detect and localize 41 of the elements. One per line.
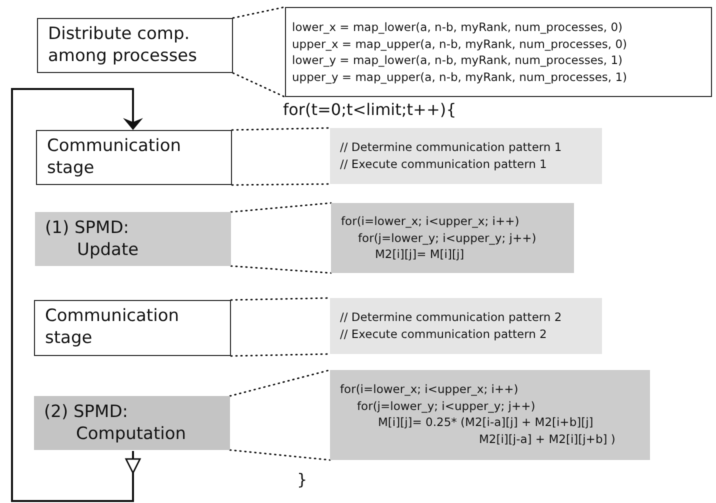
code-line: for(i=lower_x; i<upper_x; i++) bbox=[340, 381, 518, 398]
process-box bbox=[34, 396, 230, 450]
code-line: upper_x = map_upper(a, n-b, myRank, num_processes, 0) bbox=[292, 36, 628, 52]
process-box bbox=[36, 130, 232, 185]
process-box bbox=[37, 18, 233, 73]
dotted-connector bbox=[229, 449, 331, 461]
code-line: // Execute communication pattern 2 bbox=[340, 326, 547, 342]
dotted-connector bbox=[232, 72, 286, 98]
dotted-connector bbox=[232, 6, 286, 19]
code-line: lower_y = map_lower(a, n-b, myRank, num_processes, 1) bbox=[292, 52, 623, 68]
code-line: // Determine communication pattern 1 bbox=[340, 139, 562, 156]
loop-header: for(t=0;t<limit;t++){ bbox=[283, 100, 456, 119]
closing-brace: } bbox=[297, 470, 308, 489]
code-line: M2[i][j]= M[i][j] bbox=[375, 246, 464, 262]
process-box bbox=[35, 212, 231, 266]
code-box bbox=[330, 128, 602, 184]
code-box bbox=[330, 370, 650, 460]
code-line: // Execute communication pattern 1 bbox=[340, 156, 547, 172]
loop-arrow bbox=[11, 88, 143, 502]
code-box bbox=[330, 298, 602, 354]
box-label: (2) SPMD: Computation bbox=[44, 401, 186, 445]
code-line: for(i=lower_x; i<upper_x; i++) bbox=[341, 213, 520, 230]
dotted-connector bbox=[230, 202, 332, 213]
code-box bbox=[285, 7, 712, 97]
process-box bbox=[34, 300, 231, 356]
code-line: for(j=lower_y; i<upper_y; j++) bbox=[357, 398, 536, 414]
box-label: Communication stage bbox=[45, 305, 180, 349]
dotted-connector bbox=[229, 369, 331, 397]
code-line: M2[i][j-a] + M2[i][j+b] ) bbox=[479, 430, 616, 447]
code-line: // Determine communication pattern 2 bbox=[340, 309, 562, 326]
box-label: (1) SPMD: Update bbox=[45, 217, 140, 261]
dotted-connector bbox=[231, 127, 331, 131]
code-line: lower_x = map_lower(a, n-b, myRank, num_processes, 0) bbox=[292, 19, 623, 36]
box-label: Communication stage bbox=[47, 135, 182, 179]
box-label: Distribute comp. among processes bbox=[48, 23, 198, 67]
dotted-connector bbox=[230, 265, 332, 274]
code-line: for(j=lower_y; i<upper_y; j++) bbox=[358, 230, 536, 246]
code-line: upper_y = map_upper(a, n-b, myRank, num_processes, 1) bbox=[292, 68, 628, 85]
code-box bbox=[331, 203, 574, 273]
dotted-connector bbox=[231, 183, 331, 186]
code-line: M[i][j]= 0.25* (M2[i-a][j] + M2[i+b][j] bbox=[378, 414, 594, 430]
